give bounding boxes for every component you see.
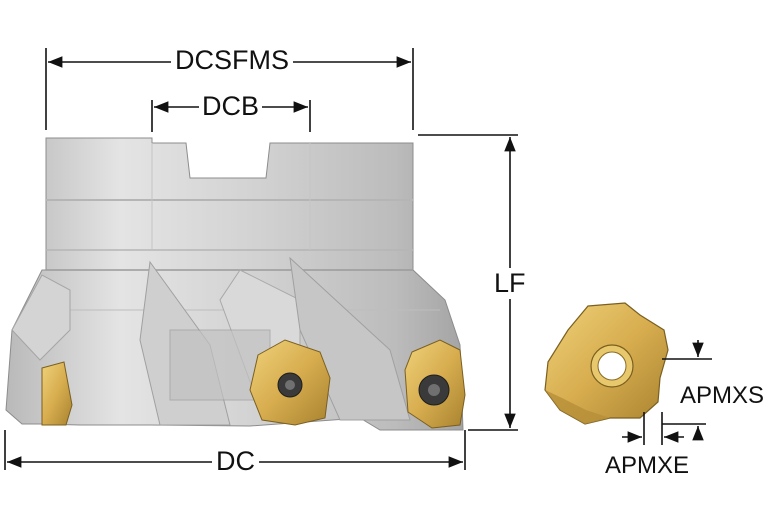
cutter-body <box>5 137 464 431</box>
cutter-insert-right <box>404 339 466 429</box>
dc-label: DC <box>212 448 259 475</box>
dcsfms-label: DCSFMS <box>171 47 293 74</box>
apmxs-label: APMXS <box>680 382 765 409</box>
lf-label: LF <box>492 268 528 299</box>
cutter-insert-center <box>249 339 331 426</box>
cutter-insert-left <box>41 361 73 426</box>
apmxe-label: APMXE <box>605 452 690 479</box>
standalone-insert <box>544 302 669 425</box>
dcb-label: DCB <box>199 93 263 120</box>
